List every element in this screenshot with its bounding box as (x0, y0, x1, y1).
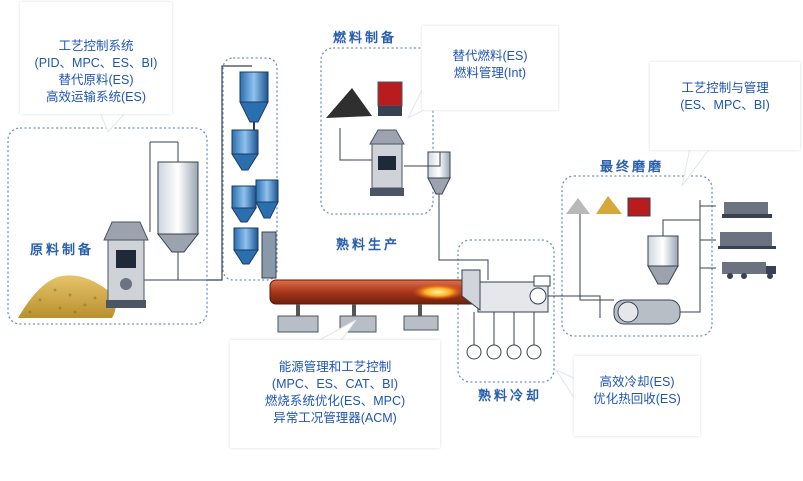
callout-fuel-alt: 替代燃料(ES) 燃料管理(Int) (422, 26, 558, 110)
callout-fuel-line-1: 替代燃料(ES) (452, 49, 528, 63)
callout-raw-line-3: 替代原料(ES) (58, 73, 134, 87)
callout-raw-line-2: (PID、MPC、ES、BI) (34, 56, 158, 70)
callout-kiln-line-1: 能源管理和工艺控制 (278, 360, 392, 374)
raw-material-pile (18, 275, 116, 318)
callout-fuel-line-2: 燃料管理(Int) (453, 66, 527, 80)
raw-pile-texture (28, 288, 97, 314)
raw-feed-line (208, 65, 252, 281)
rotary-kiln (269, 279, 481, 333)
callout-cooling: 高效冷却(ES) 优化热回收(ES) (574, 356, 700, 436)
callout-cooling-line-1: 高效冷却(ES) (599, 375, 675, 389)
preheater-border (222, 57, 278, 281)
callout-pointers (99, 85, 711, 406)
raw-mill (103, 221, 149, 308)
callout-raw-line-4: 高效运输系统(ES) (45, 90, 146, 104)
callout-grind-line-1: 工艺控制与管理 (681, 81, 769, 95)
clinker-cooler (461, 269, 601, 360)
callout-cooling-line-2: 优化热回收(ES) (593, 392, 681, 406)
callout-kiln-line-4: 异常工况管理器(ACM) (273, 411, 397, 425)
fuel-prep-equipment (326, 81, 489, 280)
callout-kiln-line-2: (MPC、ES、CAT、BI) (271, 377, 399, 391)
cooling-border (457, 239, 555, 383)
callout-kiln-control: 能源管理和工艺控制 (MPC、ES、CAT、BI) 燃烧系统优化(ES、MPC)… (230, 340, 440, 448)
fuel-prep-border (320, 47, 434, 215)
preheater-tower (231, 71, 279, 279)
callout-grind-line-2: (ES、MPC、BI) (680, 98, 770, 112)
transport-vehicles (718, 202, 776, 279)
callout-raw-line-1: 工艺控制系统 (58, 39, 134, 53)
section-label-clinker: 熟料生产 (336, 237, 400, 253)
raw-silo (144, 141, 220, 281)
callout-kiln-line-3: 燃烧系统优化(ES、MPC) (264, 394, 406, 408)
section-label-cooling: 熟料冷却 (478, 388, 542, 404)
final-grinding-border (561, 175, 713, 337)
section-label-fuel-prep: 燃料制备 (333, 30, 397, 46)
final-grinding-equipment (566, 196, 716, 325)
section-label-final-grinding: 最终磨磨 (600, 159, 664, 175)
section-label-raw-material: 原料制备 (30, 242, 94, 258)
callout-grind-control: 工艺控制与管理 (ES、MPC、BI) (650, 62, 800, 150)
callout-raw-control: 工艺控制系统 (PID、MPC、ES、BI) 替代原料(ES) 高效运输系统(E… (20, 2, 172, 114)
